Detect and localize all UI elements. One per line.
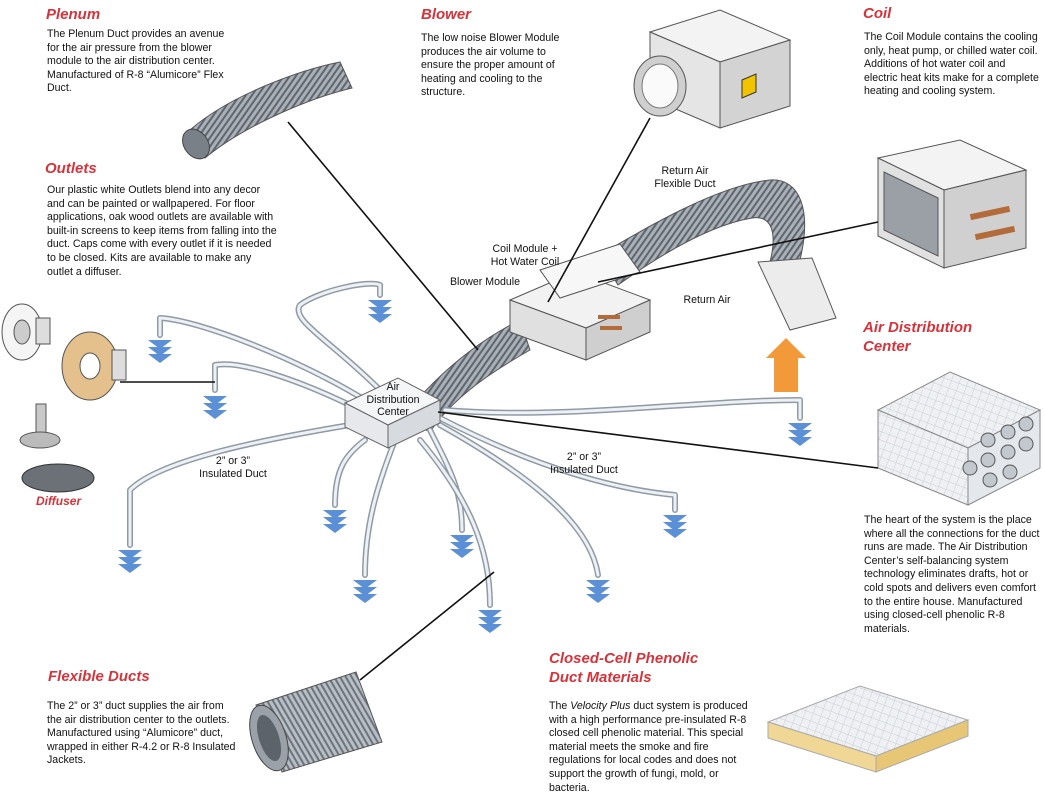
airflow-arrow-8: [478, 610, 502, 633]
outlets-title: Outlets: [45, 160, 97, 177]
coil-module-illustration: [876, 139, 1028, 269]
adc-center-label-line-3: Center: [377, 406, 409, 418]
closed-cell-title-line-1: Closed-Cell Phenolic: [549, 650, 699, 667]
insulated-duct-right-line-1: 2” or 3”: [566, 451, 602, 463]
coil-title: Coil: [863, 5, 892, 22]
insulated-duct-label-left: 2” or 3” Insulated Duct: [188, 455, 278, 480]
airflow-arrow-11: [788, 423, 812, 446]
coil-module-label: Coil Module + Hot Water Coil: [480, 243, 570, 268]
coil-module-label-line-1: Coil Module +: [492, 243, 558, 255]
airflow-arrow-10: [663, 515, 687, 538]
airflow-arrow-5: [323, 510, 347, 533]
blower-coil-assembly-illustration: [508, 243, 652, 361]
outlets-description: Our plastic white Outlets blend into any…: [47, 184, 277, 278]
flexible-ducts-title: Flexible Ducts: [48, 668, 150, 685]
coil-module-label-line-2: Hot Water Coil: [490, 255, 560, 268]
return-air-label: Return Air: [683, 294, 731, 306]
adc-center-label-line-2: Distribution: [366, 393, 420, 406]
blower-module-label: Blower Module: [449, 276, 521, 288]
adc-box-illustration: [876, 371, 1042, 506]
plenum-description: The Plenum Duct provides an avenue for t…: [47, 28, 225, 95]
closed-cell-title-line-2: Duct Materials: [549, 669, 652, 686]
blower-title: Blower: [421, 6, 472, 23]
closed-cell-description: The Velocity Plus duct system is produce…: [549, 700, 749, 795]
adc-center-label-line-1: Air: [386, 381, 400, 393]
airflow-arrow-3: [203, 396, 227, 419]
velocity-plus-name: Velocity Plus: [570, 700, 631, 712]
airflow-arrow-9: [586, 580, 610, 603]
airflow-arrow-1: [368, 300, 392, 323]
blower-module-illustration: [633, 9, 792, 129]
return-air-arrow: [766, 338, 806, 392]
return-air-flex-label: Return Air Flexible Duct: [645, 165, 725, 190]
adc-title-line-1: Air Distribution: [863, 319, 973, 336]
airflow-arrow-6: [353, 580, 377, 603]
coil-description: The Coil Module contains the cooling onl…: [864, 31, 1039, 98]
flexible-ducts-description: The 2” or 3” duct supplies the air from …: [47, 700, 236, 767]
adc-title: Air Distribution Center: [863, 318, 972, 356]
closed-cell-text-before: The: [549, 700, 571, 712]
airflow-arrow-2: [148, 340, 172, 363]
airflow-arrow-7: [450, 535, 474, 558]
callout-lines: [120, 117, 879, 681]
airflow-arrow-4: [118, 550, 142, 573]
closed-cell-title: Closed-Cell Phenolic Duct Materials: [549, 649, 698, 687]
insulated-duct-left-line-2: Insulated Duct: [199, 467, 267, 480]
insulated-duct-runs: [127, 280, 803, 608]
insulated-duct-left-line-1: 2” or 3”: [215, 455, 251, 467]
diffuser-label: Diffuser: [36, 494, 82, 508]
flexible-duct-sample-illustration: [249, 671, 383, 773]
return-air-flex-label-line-2: Flexible Duct: [654, 177, 716, 190]
plenum-title: Plenum: [46, 6, 101, 23]
outlets-illustration: [1, 303, 127, 493]
insulated-duct-right-line-2: Insulated Duct: [550, 463, 618, 476]
airflow-arrows: [118, 300, 812, 633]
return-air-flex-label-line-1: Return Air: [661, 165, 709, 177]
adc-description: The heart of the system is the place whe…: [864, 514, 1040, 635]
adc-center-illustration: [343, 377, 442, 449]
phenolic-panel-illustration: [766, 685, 970, 773]
blower-description: The low noise Blower Module produces the…: [421, 32, 560, 99]
adc-title-line-2: Center: [863, 338, 911, 355]
adc-center-label: Air Distribution Center: [358, 381, 428, 419]
insulated-duct-label-right: 2” or 3” Insulated Duct: [538, 451, 630, 476]
closed-cell-text-after: duct system is produced with a high perf…: [549, 700, 748, 794]
plenum-duct-illustration: [182, 61, 353, 160]
